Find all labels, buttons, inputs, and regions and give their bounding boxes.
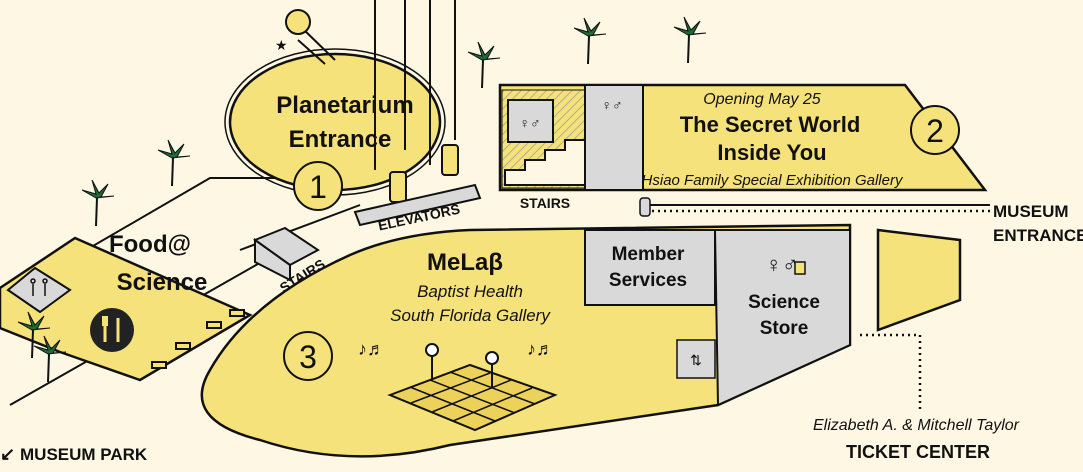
exhibition-gallery: Hsiao Family Special Exhibition Gallery bbox=[642, 172, 904, 189]
planetarium-marker-number: 1 bbox=[309, 169, 327, 205]
elevator-shafts bbox=[374, 0, 456, 170]
elevator-platform bbox=[353, 183, 482, 227]
entrance-area bbox=[876, 228, 962, 332]
melab-marker bbox=[283, 331, 333, 381]
melab-title: MeLaβ bbox=[427, 249, 503, 276]
comet-icon: ★ bbox=[275, 9, 336, 65]
stairs-label-upper: STAIRS bbox=[520, 195, 570, 211]
planetarium-marker bbox=[293, 161, 343, 211]
ticket-center-name: TICKET CENTER bbox=[846, 442, 990, 462]
food-title-line2: Science bbox=[117, 269, 208, 296]
exhibition-opening: Opening May 25 bbox=[703, 91, 821, 108]
museum-park-label: MUSEUM PARK bbox=[20, 445, 148, 464]
elevator-icon: ⇅ bbox=[690, 352, 702, 368]
music-note-icon: ♪♬ bbox=[527, 339, 554, 359]
exhibition-marker-number: 2 bbox=[926, 113, 944, 149]
restroom-icon: ♀♂ bbox=[520, 115, 541, 131]
elevator-cars bbox=[389, 144, 459, 203]
svg-text:★: ★ bbox=[275, 37, 288, 53]
restroom-icon bbox=[30, 278, 48, 296]
stairs-icon bbox=[252, 226, 320, 282]
tables bbox=[151, 309, 245, 369]
palm-tree-icon bbox=[17, 16, 707, 383]
family-restroom-box bbox=[584, 84, 644, 191]
info-kiosk bbox=[639, 197, 651, 217]
ticket-center-sponsor: Elizabeth A. & Mitchell Taylor bbox=[813, 417, 1020, 434]
shopping-icon: ♀♂ bbox=[766, 252, 806, 277]
melab-sub1: Baptist Health bbox=[417, 282, 523, 301]
exhibition-title-line2: Inside You bbox=[717, 140, 826, 165]
science-store-box bbox=[713, 229, 851, 407]
family-restroom-icon: ♀♂ bbox=[602, 97, 623, 113]
dance-floor-grid bbox=[409, 371, 536, 422]
svg-text:♀♂: ♀♂ bbox=[766, 252, 799, 277]
elevator-box bbox=[676, 339, 716, 379]
melab-sub2: South Florida Gallery bbox=[390, 306, 551, 325]
restroom-box-1 bbox=[507, 99, 554, 143]
dotted-route bbox=[652, 209, 990, 410]
music-note-icon: ♪♬ bbox=[358, 339, 385, 359]
member-services-box bbox=[584, 229, 716, 306]
member-services-line2: Services bbox=[609, 270, 687, 291]
exhibition-title-line1: The Secret World bbox=[680, 112, 861, 137]
restroom-sign-food bbox=[6, 266, 72, 314]
museum-entrance-line2: ENTRANCE bbox=[993, 226, 1083, 245]
museum-entrance-line1: MUSEUM bbox=[993, 202, 1069, 221]
member-services-line1: Member bbox=[612, 244, 685, 265]
museum-park-arrow: ↙ bbox=[0, 444, 15, 464]
science-store-line1: Science bbox=[748, 292, 820, 313]
exhibition-marker bbox=[910, 105, 960, 155]
melab-marker-number: 3 bbox=[299, 339, 317, 375]
dancers bbox=[425, 343, 499, 388]
planetarium-title-line1: Planetarium bbox=[276, 92, 413, 119]
science-store-line2: Store bbox=[760, 318, 809, 339]
utensils-icon bbox=[90, 308, 134, 352]
food-title-line1: Food@ bbox=[109, 231, 191, 258]
